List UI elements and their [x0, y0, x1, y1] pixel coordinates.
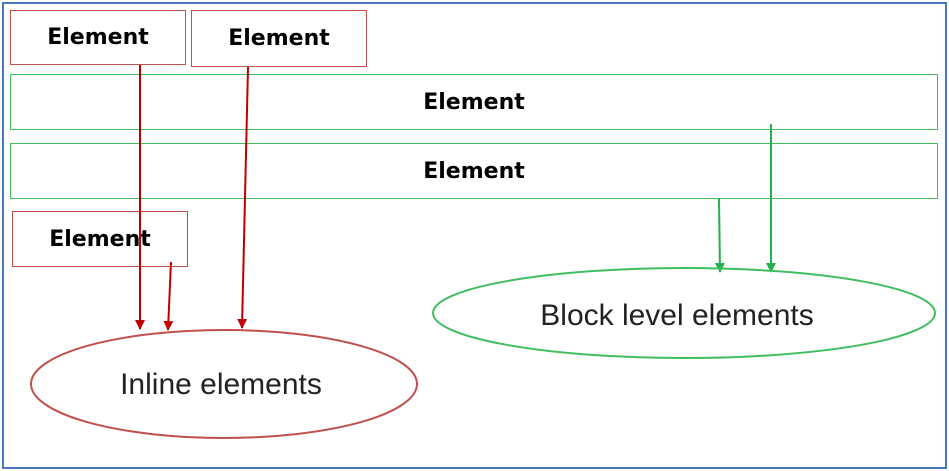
block-elements-label: Block level elements: [540, 299, 813, 332]
block-element-box-2: Element: [10, 143, 938, 199]
inline-elements-ellipse: [30, 329, 418, 439]
block-element-box-1: Element: [10, 74, 938, 130]
block-elements-ellipse: [432, 267, 936, 359]
inline-arrow-3: [163, 261, 174, 331]
inline-element-box-2: Element: [191, 10, 367, 67]
inline-element-label-1: Element: [47, 25, 149, 50]
inline-element-label-2: Element: [228, 26, 330, 51]
inline-arrow-2: [237, 66, 249, 329]
block-element-label-1: Element: [423, 89, 525, 115]
inline-element-box-3: Element: [12, 211, 188, 267]
inline-elements-label: Inline elements: [120, 368, 322, 401]
inline-element-box-1: Element: [10, 10, 186, 65]
block-arrow-2: [714, 198, 725, 273]
block-element-label-2: Element: [423, 158, 525, 184]
inline-element-label-3: Element: [49, 226, 151, 252]
